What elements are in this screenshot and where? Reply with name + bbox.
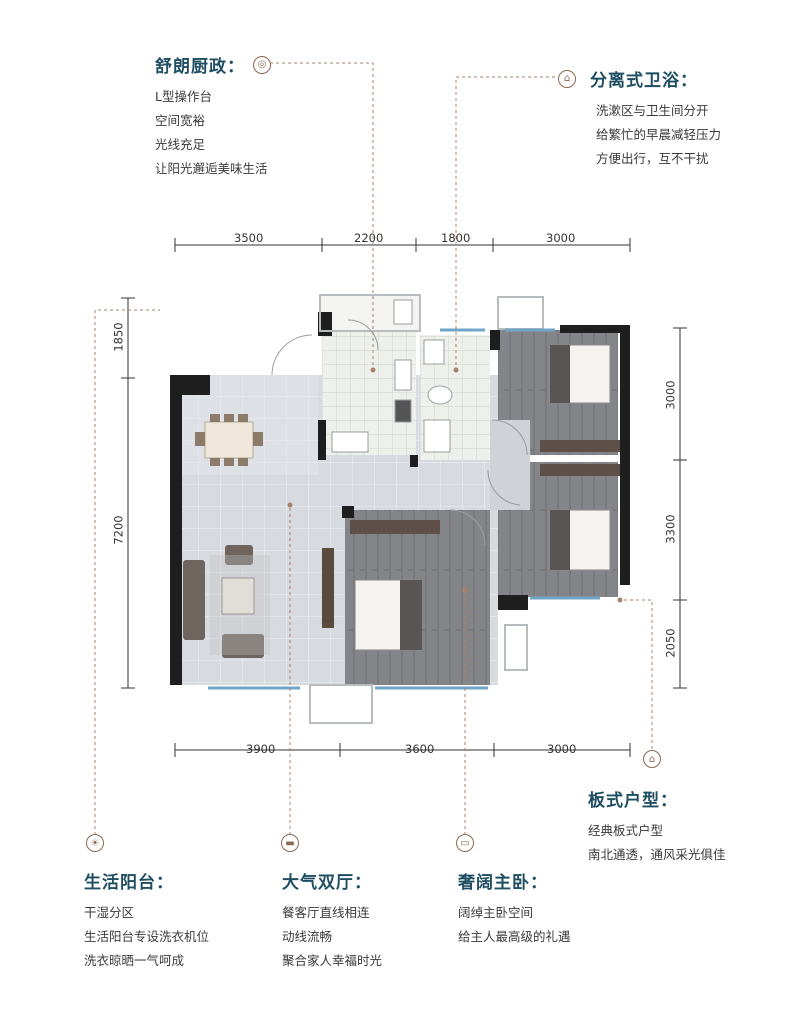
feature-master: 奢阔主卧： 阔绰主卧空间 给主人最高级的礼遇 [458, 868, 571, 949]
feature-bathroom-line: 洗漱区与卫生间分开 [596, 103, 709, 118]
feature-bathroom-line: 方便出行，互不干扰 [596, 151, 709, 166]
feature-master-title: 奢阔主卧： [458, 873, 548, 893]
sofa-icon: ▬ [281, 834, 299, 852]
feature-balcony-line: 生活阳台专设洗衣机位 [84, 929, 210, 944]
dim-bottom-1: 3900 [246, 742, 276, 756]
stove-icon: ◎ [253, 55, 271, 74]
feature-layout: 板式户型： 经典板式户型 南北通透，通风采光俱佳 [588, 786, 726, 867]
dim-top-2: 2200 [354, 231, 384, 245]
house-icon: ⌂ [643, 750, 661, 768]
dining-table [195, 414, 263, 466]
feature-bathroom: ⌂ 分离式卫浴： 洗漱区与卫生间分开 给繁忙的早晨减轻压力 方便出行，互不干扰 [558, 66, 721, 171]
dim-left-1: 1850 [111, 322, 126, 352]
feature-kitchen-line: 空间宽裕 [155, 113, 206, 128]
feature-kitchen-line: 光线充足 [155, 137, 206, 152]
feature-layout-title: 板式户型： [588, 791, 678, 811]
sun-icon: ☀ [86, 834, 104, 852]
feature-kitchen: 舒朗厨政： ◎ L型操作台 空间宽裕 光线充足 让阳光邂逅美味生活 [155, 52, 271, 181]
bed-2 [540, 464, 620, 571]
feature-bathroom-title: 分离式卫浴： [590, 71, 698, 91]
dim-right-3: 2050 [663, 628, 678, 658]
bed-1 [540, 344, 620, 452]
feature-layout-line: 南北通透，通风采光俱佳 [588, 847, 726, 862]
feature-balcony: 生活阳台： 干湿分区 生活阳台专设洗衣机位 洗衣晾晒一气呵成 [84, 868, 209, 973]
dim-left-2: 7200 [111, 515, 126, 545]
dim-top-1: 3500 [234, 231, 264, 245]
dim-right-2: 3300 [663, 514, 678, 544]
feature-living-title: 大气双厅： [282, 873, 372, 893]
feature-living-line: 餐客厅直线相连 [282, 905, 370, 920]
feature-balcony-title: 生活阳台： [84, 873, 174, 893]
feature-balcony-line: 洗衣晾晒一气呵成 [84, 953, 185, 968]
feature-master-line: 给主人最高级的礼遇 [458, 929, 571, 944]
feature-living: 大气双厅： 餐客厅直线相连 动线流畅 聚合家人幸福时光 [282, 868, 382, 973]
feature-kitchen-line: 让阳光邂逅美味生活 [155, 161, 268, 176]
dim-top-4: 3000 [546, 231, 576, 245]
dim-top-3: 1800 [441, 231, 471, 245]
feature-bathroom-line: 给繁忙的早晨减轻压力 [596, 127, 722, 142]
dim-right-1: 3000 [663, 380, 678, 410]
bed-master [350, 520, 440, 651]
feature-kitchen-title: 舒朗厨政： [155, 57, 245, 77]
bathtub-icon: ⌂ [558, 69, 576, 88]
feature-layout-line: 经典板式户型 [588, 823, 664, 838]
sofa-set [183, 545, 334, 658]
feature-living-line: 聚合家人幸福时光 [282, 953, 383, 968]
bed-icon: ▭ [456, 834, 474, 852]
feature-living-line: 动线流畅 [282, 929, 333, 944]
dim-bottom-2: 3600 [405, 742, 435, 756]
feature-kitchen-line: L型操作台 [155, 89, 212, 104]
dim-bottom-3: 3000 [547, 742, 577, 756]
feature-balcony-line: 干湿分区 [84, 905, 135, 920]
feature-master-line: 阔绰主卧空间 [458, 905, 534, 920]
